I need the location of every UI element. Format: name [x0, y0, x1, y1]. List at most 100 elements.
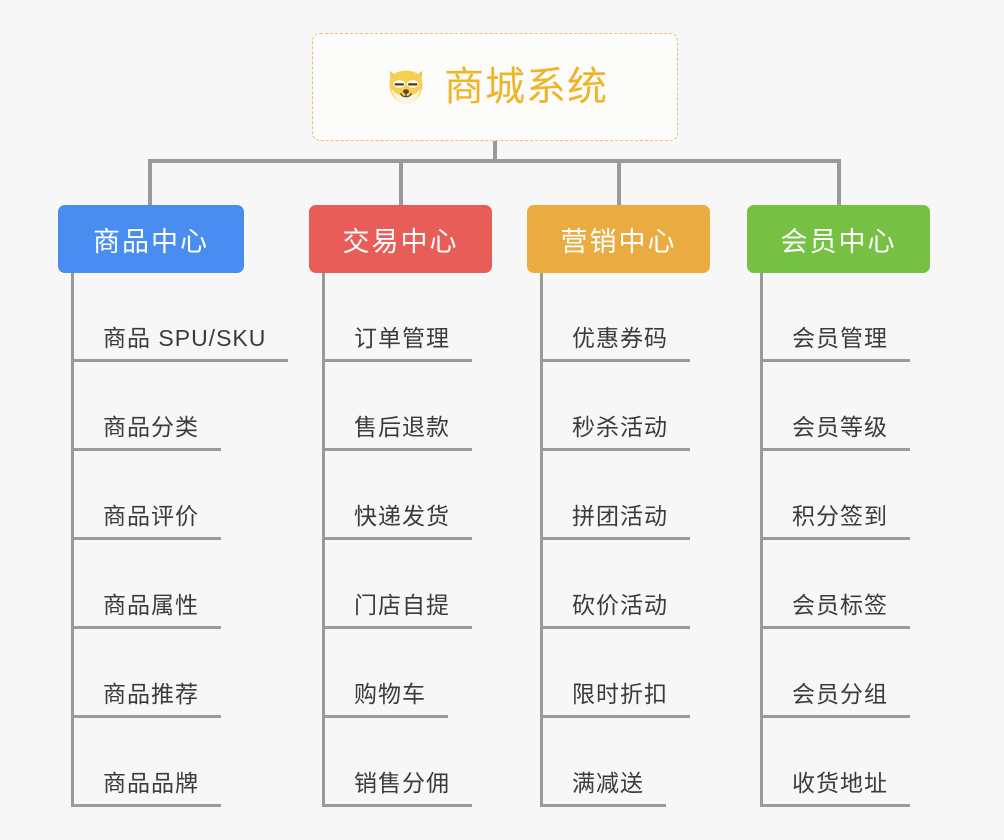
leaf-label: 订单管理 [354, 319, 472, 362]
leaf-connector [71, 359, 103, 362]
category-column-1: 商品中心 商品 SPU/SKU 商品分类 商品评价 商品属性 商品推荐 [58, 205, 289, 807]
leaf-connector [322, 626, 354, 629]
leaf-label: 会员分组 [792, 675, 910, 718]
leaf-connector [322, 448, 354, 451]
leaf-connector [540, 804, 572, 807]
leaf-label: 会员等级 [792, 408, 910, 451]
leaf-label: 购物车 [354, 675, 448, 718]
branch-4: 会员管理 会员等级 积分签到 会员标签 会员分组 收货地址 [760, 273, 930, 807]
leaf-item[interactable]: 限时折扣 [540, 629, 710, 718]
leaf-connector [540, 448, 572, 451]
category-header-2[interactable]: 交易中心 [309, 205, 492, 273]
category-header-label: 商品中心 [93, 226, 209, 257]
leaf-connector [540, 626, 572, 629]
category-column-2: 交易中心 订单管理 售后退款 快递发货 门店自提 购物车 [309, 205, 492, 807]
leaf-item[interactable]: 会员等级 [760, 362, 930, 451]
branch-trunk [540, 273, 543, 807]
leaf-item[interactable]: 收货地址 [760, 718, 930, 807]
leaf-item[interactable]: 会员分组 [760, 629, 930, 718]
leaf-label: 售后退款 [354, 408, 472, 451]
leaf-label: 秒杀活动 [572, 408, 690, 451]
leaf-connector [540, 537, 572, 540]
leaf-label: 收货地址 [792, 764, 910, 807]
connector-root-stem [493, 141, 497, 163]
category-header-4[interactable]: 会员中心 [747, 205, 930, 273]
leaf-connector [760, 359, 792, 362]
leaf-label: 会员标签 [792, 586, 910, 629]
leaf-label: 商品品牌 [103, 764, 221, 807]
leaf-item[interactable]: 会员管理 [760, 273, 930, 362]
connector-bus [148, 159, 841, 163]
branch-3: 优惠券码 秒杀活动 拼团活动 砍价活动 限时折扣 满减送 [540, 273, 710, 807]
leaf-item[interactable]: 秒杀活动 [540, 362, 710, 451]
leaf-label: 拼团活动 [572, 497, 690, 540]
branch-1: 商品 SPU/SKU 商品分类 商品评价 商品属性 商品推荐 商品品牌 [71, 273, 289, 807]
leaf-item[interactable]: 会员标签 [760, 540, 930, 629]
category-header-3[interactable]: 营销中心 [527, 205, 710, 273]
category-header-label: 交易中心 [342, 226, 459, 257]
leaf-label: 门店自提 [354, 586, 472, 629]
leaf-label: 商品分类 [103, 408, 221, 451]
leaf-item[interactable]: 砍价活动 [540, 540, 710, 629]
root-node[interactable]: 商城系统 [312, 33, 678, 141]
branch-trunk [71, 273, 74, 807]
leaf-label: 限时折扣 [572, 675, 690, 718]
leaf-label: 快递发货 [354, 497, 472, 540]
leaf-item[interactable]: 订单管理 [322, 273, 492, 362]
category-header-1[interactable]: 商品中心 [58, 205, 244, 273]
leaf-connector [322, 537, 354, 540]
leaf-label: 满减送 [572, 764, 666, 807]
leaf-connector [540, 359, 572, 362]
leaf-connector [71, 715, 103, 718]
leaf-label: 销售分佣 [354, 764, 472, 807]
connector-drop-4 [837, 159, 841, 207]
connector-drop-2 [399, 159, 403, 207]
leaf-item[interactable]: 商品属性 [71, 540, 244, 629]
leaf-item[interactable]: 商品品牌 [71, 718, 244, 807]
leaf-connector [71, 804, 103, 807]
leaf-label: 商品推荐 [103, 675, 221, 718]
leaf-connector [322, 359, 354, 362]
root-title: 商城系统 [444, 65, 608, 109]
leaf-label: 会员管理 [792, 319, 910, 362]
leaf-item[interactable]: 购物车 [322, 629, 492, 718]
leaf-item[interactable]: 满减送 [540, 718, 710, 807]
leaf-connector [71, 537, 103, 540]
leaf-item[interactable]: 销售分佣 [322, 718, 492, 807]
leaf-label: 商品 SPU/SKU [103, 319, 289, 362]
leaf-label: 商品评价 [103, 497, 221, 540]
leaf-connector [760, 537, 792, 540]
leaf-connector [322, 804, 354, 807]
leaf-connector [322, 715, 354, 718]
category-header-label: 会员中心 [780, 226, 897, 257]
category-column-4: 会员中心 会员管理 会员等级 积分签到 会员标签 会员分组 [747, 205, 930, 807]
leaf-item[interactable]: 快递发货 [322, 451, 492, 540]
branch-2: 订单管理 售后退款 快递发货 门店自提 购物车 销售分佣 [322, 273, 492, 807]
leaf-label: 商品属性 [103, 586, 221, 629]
connector-drop-3 [617, 159, 621, 207]
leaf-item[interactable]: 商品分类 [71, 362, 244, 451]
leaf-item[interactable]: 门店自提 [322, 540, 492, 629]
leaf-item[interactable]: 积分签到 [760, 451, 930, 540]
leaf-item[interactable]: 商品推荐 [71, 629, 244, 718]
branch-trunk [322, 273, 325, 807]
leaf-item[interactable]: 拼团活动 [540, 451, 710, 540]
leaf-connector [760, 715, 792, 718]
leaf-label: 砍价活动 [572, 586, 690, 629]
category-header-label: 营销中心 [560, 226, 677, 257]
leaf-label: 优惠券码 [572, 319, 690, 362]
branch-trunk [760, 273, 763, 807]
leaf-item[interactable]: 商品 SPU/SKU [71, 273, 289, 362]
leaf-item[interactable]: 售后退款 [322, 362, 492, 451]
leaf-label: 积分签到 [792, 497, 910, 540]
category-column-3: 营销中心 优惠券码 秒杀活动 拼团活动 砍价活动 限时折扣 [527, 205, 710, 807]
leaf-item[interactable]: 商品评价 [71, 451, 244, 540]
leaf-connector [760, 804, 792, 807]
leaf-connector [760, 626, 792, 629]
connector-drop-1 [148, 159, 152, 207]
leaf-connector [540, 715, 572, 718]
leaf-connector [71, 448, 103, 451]
leaf-connector [71, 626, 103, 629]
leaf-item[interactable]: 优惠券码 [540, 273, 710, 362]
